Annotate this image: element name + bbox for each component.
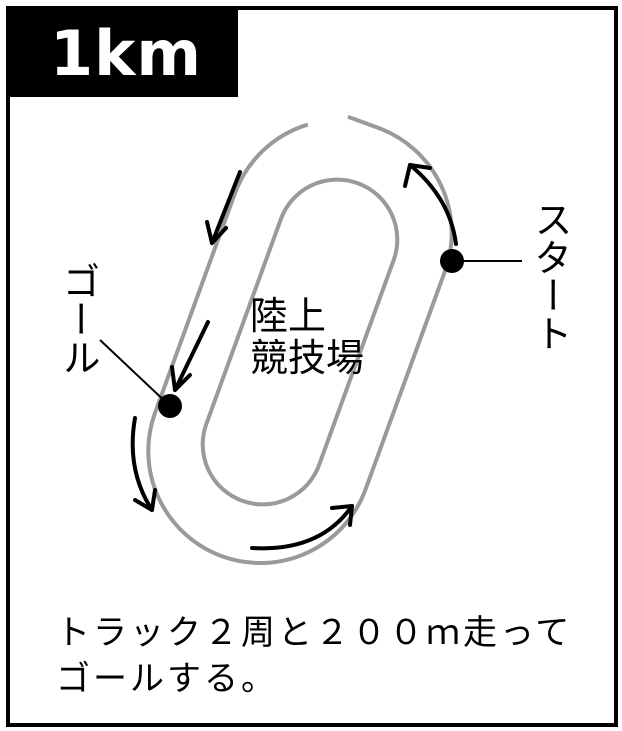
distance-badge: 1km [10,10,238,97]
outer-track [146,114,454,565]
caption-line2: ゴールする。 [56,659,278,699]
caption: トラック２周と２００ｍ走って ゴールする。 [56,610,596,702]
inner-track [200,177,400,507]
venue-label: 陸上 競技場 [250,294,365,380]
goal-label: ゴール [56,262,100,376]
caption-line1: トラック２周と２００ｍ走って [56,613,573,653]
diagram-frame: 1km [6,6,618,727]
venue-label-line1: 陸上 [250,294,327,338]
goal-leader-line [99,339,171,407]
direction-arrow-icon [130,163,458,551]
start-label: スタート [528,200,572,352]
venue-label-line2: 競技場 [250,335,365,380]
